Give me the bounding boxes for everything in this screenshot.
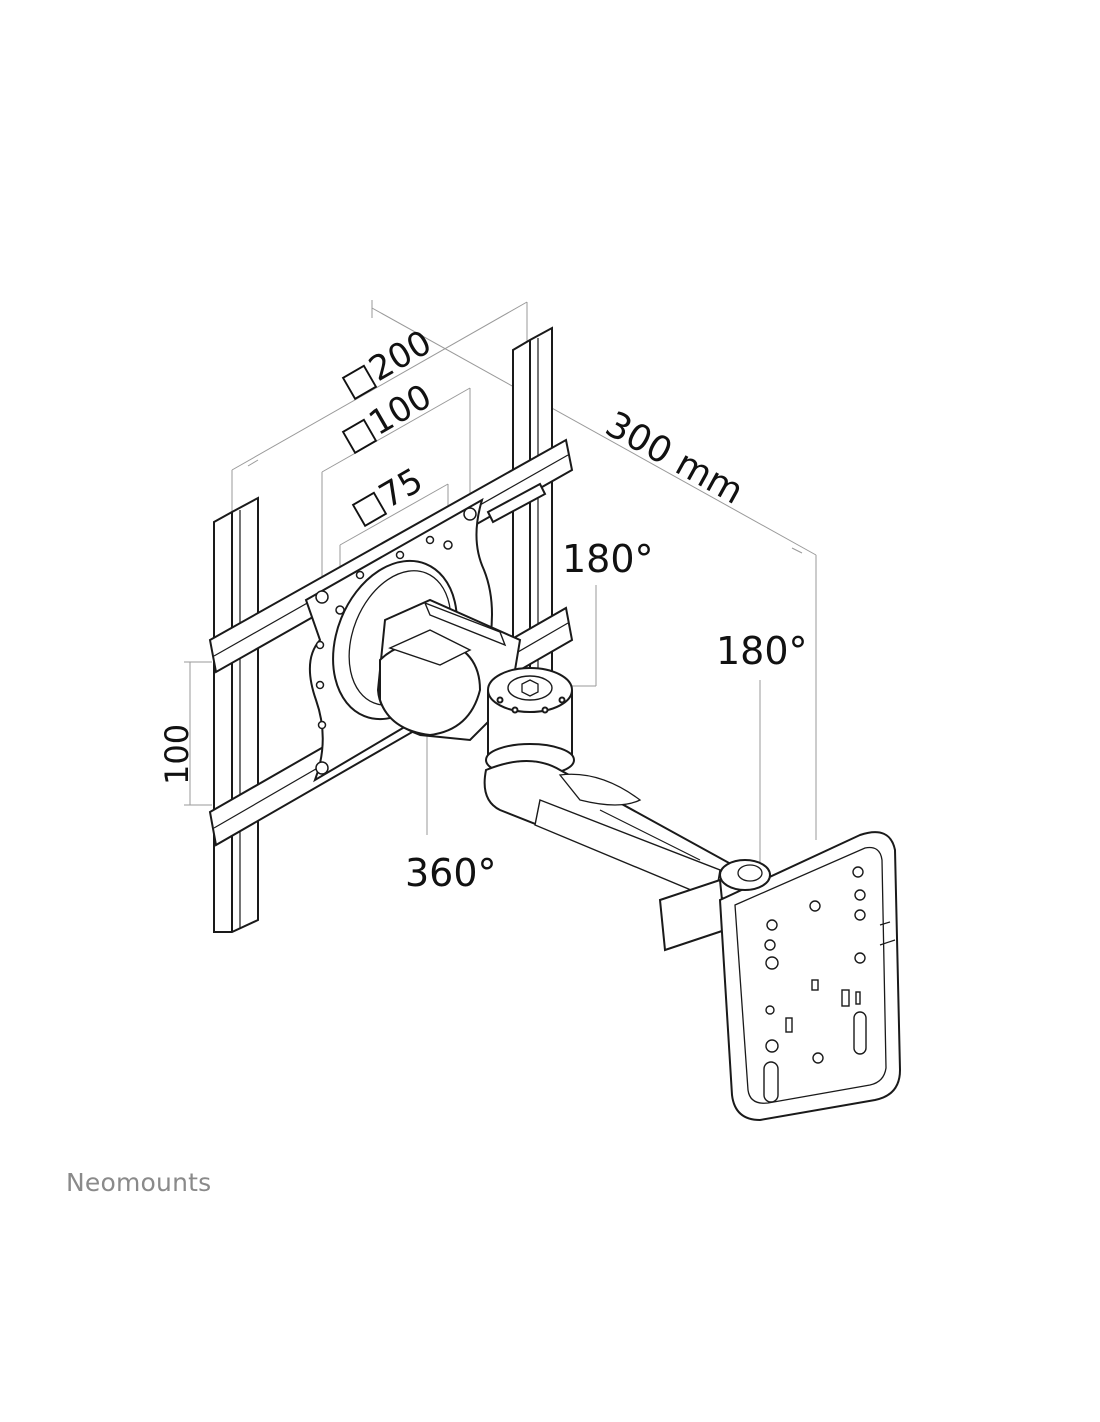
tilt-180-label: 180° [562,537,654,581]
dimension-lines [184,300,817,870]
swivel-180-label: 180° [716,629,808,673]
brand-logo-text: Neomounts [66,1168,212,1197]
joint-column [485,667,575,782]
vesa-75-label: □75 [345,460,430,532]
wall-plate [718,831,902,1122]
height-100-label: 100 [158,724,196,785]
arm-length-label: 300 mm [599,404,750,513]
tilt-head [376,598,522,742]
extension-arm [483,760,762,952]
rotate-360-label: 360° [405,851,497,895]
